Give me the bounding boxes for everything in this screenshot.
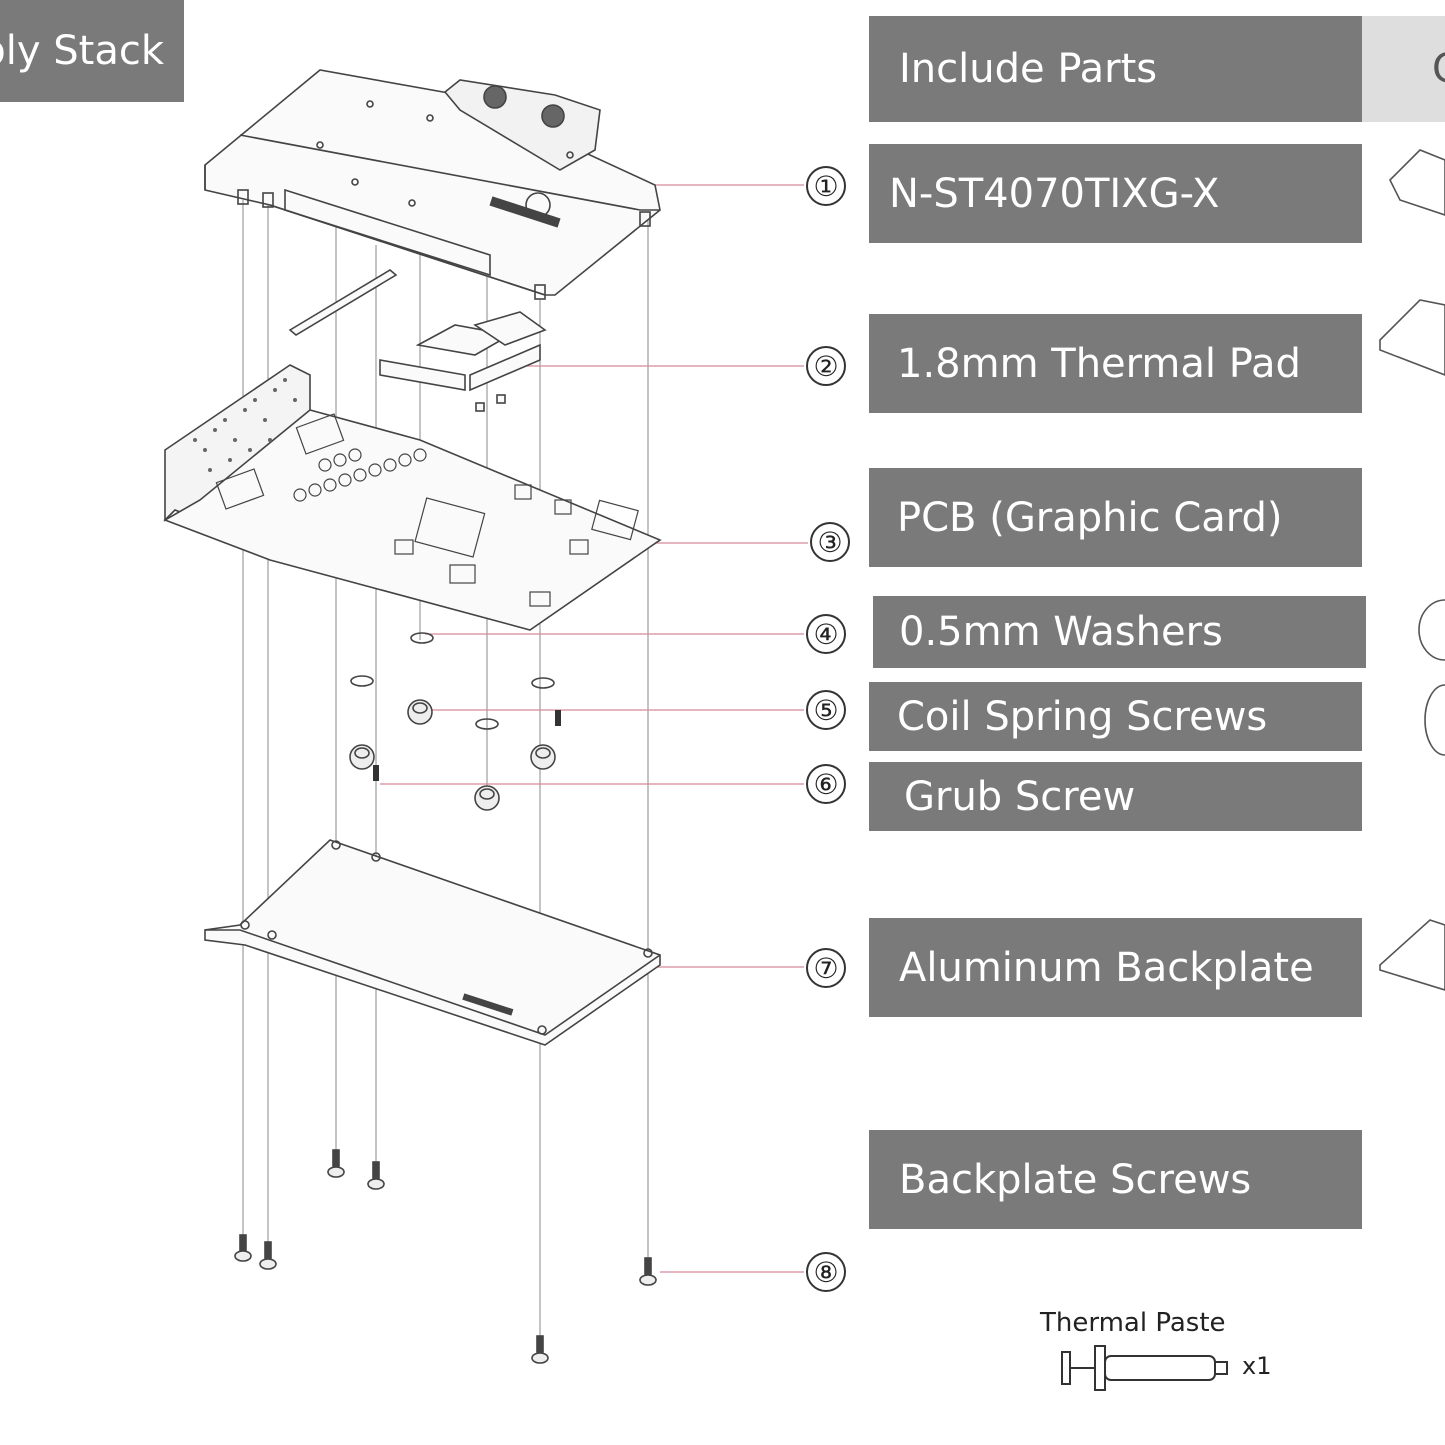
callout-1: ①: [806, 166, 846, 206]
part-label-4: 0.5mm Washers: [873, 596, 1366, 668]
thermal-paste-label: Thermal Paste: [1040, 1308, 1226, 1338]
callout-4: ④: [806, 614, 846, 654]
header-side-cell: C: [1362, 16, 1445, 122]
part-label-3: PCB (Graphic Card): [869, 468, 1362, 567]
part-thumbnails: [1379, 149, 1445, 991]
coil-spring-screws: [349, 699, 556, 811]
callout-5: ⑤: [806, 690, 846, 730]
thermal-paste-qty: x1: [1242, 1352, 1272, 1380]
thermal-pads: [288, 269, 547, 412]
thermal-paste-syringe-icon: [1061, 1345, 1228, 1391]
callout-7: ⑦: [806, 948, 846, 988]
callout-3: ③: [810, 522, 850, 562]
diagram-title-box: bly Stack: [0, 0, 184, 102]
header-side-fragment: C: [1432, 46, 1445, 92]
backplate-screws: [234, 1149, 657, 1364]
part-label-1: N-ST4070TIXG-X: [869, 144, 1362, 243]
water-block: [204, 69, 661, 300]
diagram-title: bly Stack: [0, 28, 164, 74]
include-parts-header: Include Parts: [869, 16, 1362, 122]
part-label-8: Backplate Screws: [869, 1130, 1362, 1229]
part-label-2: 1.8mm Thermal Pad: [869, 314, 1362, 413]
grub-screws: [373, 710, 561, 781]
include-parts-label: Include Parts: [899, 46, 1158, 92]
callout-2: ②: [806, 346, 846, 386]
part-label-5: Coil Spring Screws: [869, 682, 1362, 751]
callout-6: ⑥: [806, 764, 846, 804]
part-label-7: Aluminum Backplate: [869, 918, 1362, 1017]
part-label-6: Grub Screw: [869, 762, 1362, 831]
aluminum-backplate: [204, 839, 661, 1046]
callout-8: ⑧: [806, 1252, 846, 1292]
pcb: [163, 364, 662, 631]
washers: [350, 632, 555, 730]
